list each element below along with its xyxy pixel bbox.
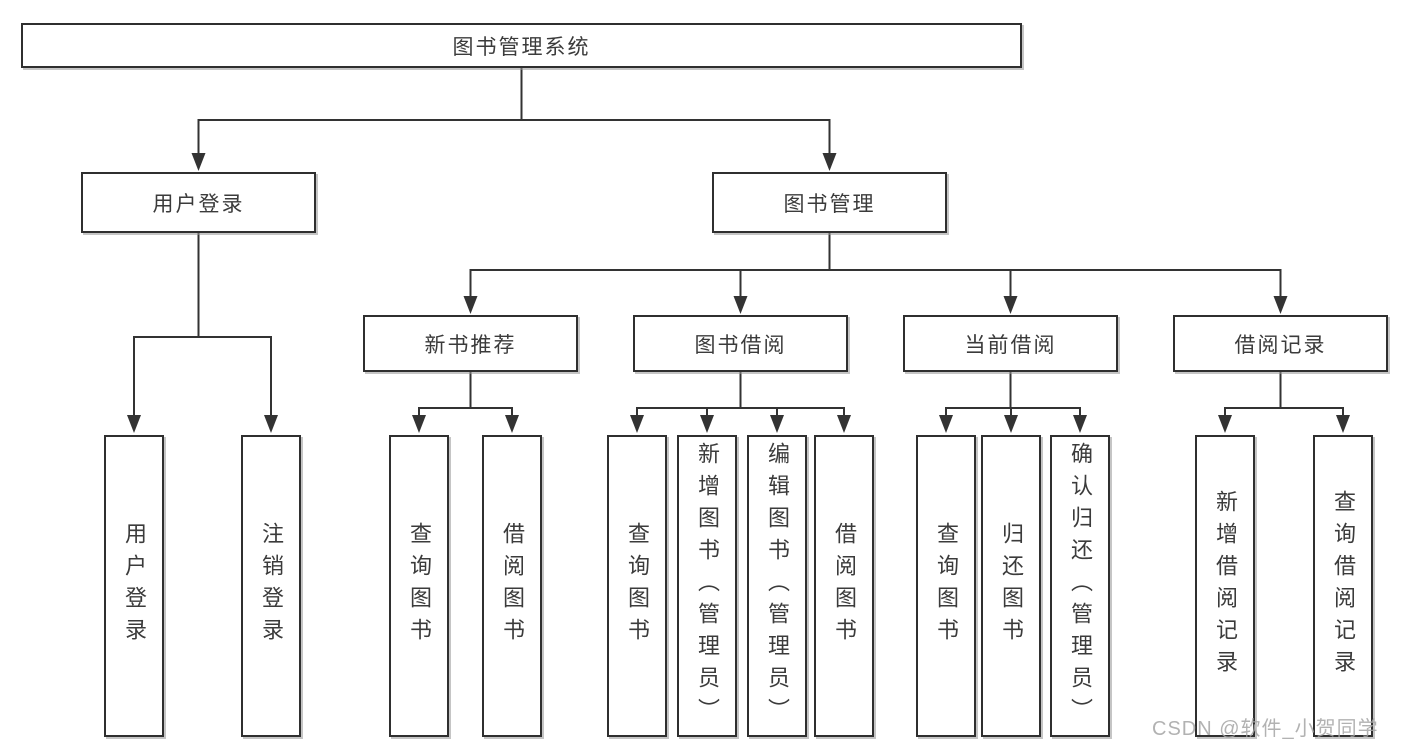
leaf-borrow-books: 借阅图书 [814, 435, 874, 737]
leaf-query-borrow-record-label: 查询借阅记录 [1331, 490, 1356, 682]
node-current-borrow: 当前借阅 [903, 315, 1118, 372]
connectors-book-borrow [630, 372, 851, 433]
node-current-borrow-label: 当前借阅 [964, 333, 1057, 357]
leaf-recommend-borrow-books-label: 借阅图书 [500, 522, 525, 650]
arrow-down-icon [733, 296, 748, 314]
leaf-current-query-books-label: 查询图书 [934, 522, 959, 650]
arrow-down-icon [939, 415, 953, 433]
leaf-edit-books-admin-label: 编辑图书（管理员） [765, 442, 790, 730]
node-root: 图书管理系统 [21, 23, 1022, 68]
arrow-down-icon [412, 415, 426, 433]
arrow-down-icon [1336, 415, 1350, 433]
node-user-login-label: 用户登录 [152, 192, 245, 216]
leaf-add-borrow-record: 新增借阅记录 [1195, 435, 1255, 737]
node-root-label: 图书管理系统 [452, 35, 591, 59]
leaf-confirm-return-admin: 确认归还（管理员） [1050, 435, 1110, 737]
leaf-recommend-query-books-label: 查询图书 [407, 522, 432, 650]
node-new-book-recommend: 新书推荐 [363, 315, 578, 372]
arrow-down-icon [1218, 415, 1232, 433]
leaf-borrow-books-label: 借阅图书 [832, 522, 857, 650]
leaf-confirm-return-admin-label: 确认归还（管理员） [1068, 442, 1093, 730]
arrow-down-icon [264, 415, 278, 433]
arrow-down-icon [837, 415, 851, 433]
arrow-down-icon [505, 415, 519, 433]
leaf-query-borrow-record: 查询借阅记录 [1313, 435, 1373, 737]
leaf-current-query-books: 查询图书 [916, 435, 976, 737]
node-borrow-records-label: 借阅记录 [1234, 333, 1327, 357]
leaf-return-books: 归还图书 [981, 435, 1041, 737]
node-book-management-label: 图书管理 [783, 192, 876, 216]
leaf-logout-label: 注销登录 [259, 522, 284, 650]
connectors-user-login [127, 233, 278, 433]
node-new-book-recommend-label: 新书推荐 [424, 333, 517, 357]
leaf-user-login-label: 用户登录 [122, 522, 147, 650]
arrow-down-icon [1073, 415, 1087, 433]
node-user-login: 用户登录 [81, 172, 316, 233]
leaf-borrow-query-books: 查询图书 [607, 435, 667, 737]
arrow-down-icon [822, 153, 837, 171]
node-book-borrow: 图书借阅 [633, 315, 848, 372]
arrow-down-icon [191, 153, 206, 171]
arrow-down-icon [463, 296, 478, 314]
arrow-down-icon [127, 415, 141, 433]
node-borrow-records: 借阅记录 [1173, 315, 1388, 372]
node-book-borrow-label: 图书借阅 [694, 333, 787, 357]
arrow-down-icon [1004, 415, 1018, 433]
connectors-borrow-records [1218, 372, 1350, 433]
node-book-management: 图书管理 [712, 172, 947, 233]
leaf-user-login: 用户登录 [104, 435, 164, 737]
arrow-down-icon [700, 415, 714, 433]
connectors-book-management [463, 233, 1288, 314]
csdn-watermark: CSDN @软件_小贺同学 [1152, 718, 1379, 740]
leaf-return-books-label: 归还图书 [999, 522, 1024, 650]
connectors-root [191, 68, 837, 171]
connectors-current-borrow [939, 372, 1087, 433]
leaf-edit-books-admin: 编辑图书（管理员） [747, 435, 807, 737]
leaf-add-books-admin: 新增图书（管理员） [677, 435, 737, 737]
arrow-down-icon [770, 415, 784, 433]
leaf-borrow-query-books-label: 查询图书 [625, 522, 650, 650]
arrow-down-icon [1273, 296, 1288, 314]
leaf-recommend-query-books: 查询图书 [389, 435, 449, 737]
leaf-logout: 注销登录 [241, 435, 301, 737]
connectors-new-book-recommend [412, 372, 519, 433]
leaf-add-borrow-record-label: 新增借阅记录 [1213, 490, 1238, 682]
arrow-down-icon [1003, 296, 1018, 314]
leaf-recommend-borrow-books: 借阅图书 [482, 435, 542, 737]
leaf-add-books-admin-label: 新增图书（管理员） [695, 442, 720, 730]
arrow-down-icon [630, 415, 644, 433]
